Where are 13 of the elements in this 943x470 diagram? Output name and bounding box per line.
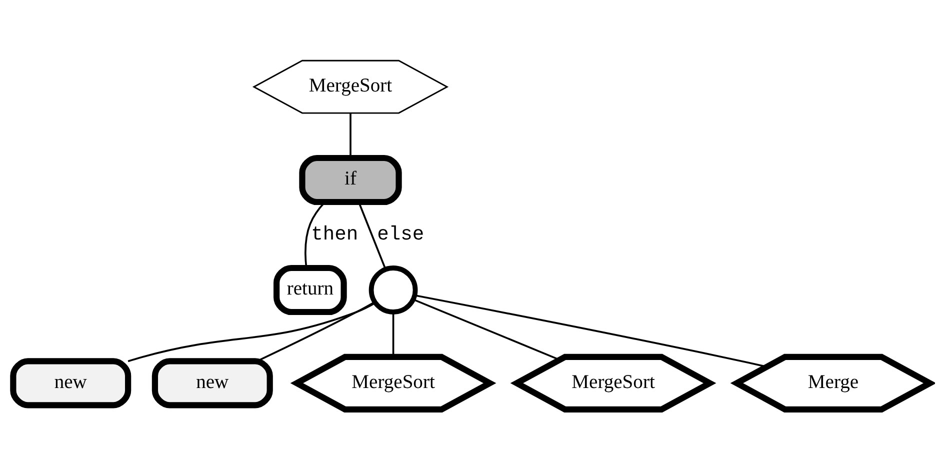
edge-label: then: [311, 224, 358, 246]
node-box: new: [152, 358, 273, 408]
connector: [358, 202, 386, 270]
node-box: if: [299, 154, 402, 206]
node-box: return: [274, 264, 347, 316]
connector: [350, 112, 352, 158]
connector: [128, 302, 376, 362]
edge-label: else: [377, 224, 424, 246]
connector: [412, 298, 560, 361]
node-box: new: [10, 358, 132, 408]
node-circle: [368, 266, 418, 314]
connector: [414, 294, 767, 368]
connector: [256, 301, 376, 362]
